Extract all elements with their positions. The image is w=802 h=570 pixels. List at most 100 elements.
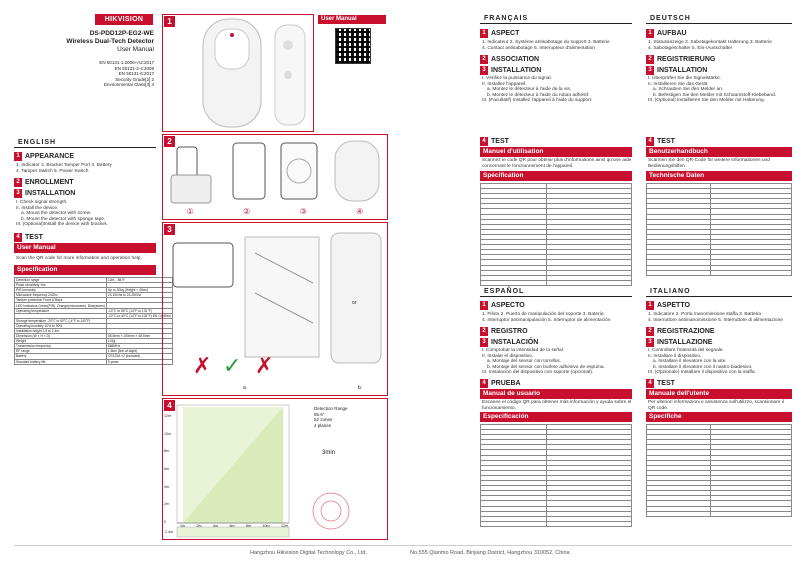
installation-illustration: ✗ ✓ ✗ [172, 232, 382, 378]
spec-cell: LED indicators Green(PIR), Orange(microw… [14, 302, 107, 309]
qr-user-manual-bar: User Manual [318, 15, 386, 24]
footer-company: Hangzhou Hikvision Digital Technology Co… [250, 550, 367, 556]
fr-installation-list: I. Vérifiez la puissance du signal. II. … [482, 76, 593, 104]
spec-cell [646, 269, 711, 276]
fr-manual-text: Scannez le code QR pour obtenir plus d'i… [482, 158, 632, 169]
it-manual-text: Per ulteriori informazioni e assistenza … [648, 400, 784, 411]
es-instalacion-list: I. Comprobar la intensidad de la señal. … [482, 348, 605, 376]
install-label-b: b. [358, 385, 363, 391]
spec-cell [546, 520, 632, 527]
spec-row [479, 520, 632, 527]
spec-cell [546, 279, 632, 286]
spec-table-french [479, 182, 632, 286]
svg-text:✓: ✓ [223, 353, 241, 378]
model-title: DS-PDD12P-EG2-WE Wireless Dual-Tech Dete… [66, 30, 154, 53]
es-aspecto-list: 1. Piloto 2. Puerto de manipulación del … [482, 312, 611, 323]
panel-3-number: 3 [164, 224, 175, 235]
fr-spec-bar: Spécification [480, 171, 632, 181]
spec-table-italian [646, 423, 793, 517]
detection-legend: Detection Range 85.9° 52 zones 4 planes [314, 406, 348, 428]
enrollment-step-labels: ① ② ③ ④ [186, 207, 364, 216]
installation-list: I. Check signal strength. II. Install th… [16, 200, 108, 228]
footer-divider [14, 545, 792, 546]
mount-height-label: 2.4m [165, 530, 173, 534]
panel-4-number: 4 [164, 400, 175, 411]
es-manual-text: Escanee el código QR para obtener más in… [482, 400, 632, 411]
footer-address: No.555 Qianmo Road, Binjiang District, H… [410, 550, 570, 556]
spec-cell [709, 269, 793, 276]
lang-heading-english: ENGLISH [14, 138, 156, 148]
spec-cell [646, 510, 711, 517]
panel-2 [162, 134, 388, 220]
range-x-ticks: 1m 2m 4m 6m 8m 10m 12m [180, 524, 288, 528]
it-installazione-list: I. Controllare l'intensità del segnale. … [648, 348, 756, 376]
panel-4 [162, 398, 388, 540]
spec-cell [709, 510, 793, 517]
spec-row [479, 279, 632, 286]
test-duration: 3min [322, 450, 336, 456]
install-label-a: a. [243, 385, 248, 391]
it-spec-bar: Specifiche [646, 412, 792, 422]
specification-bar: Specification [14, 265, 156, 275]
de-aufbau-list: 1. Statusanzeige 2. Sabotagekontakt Halt… [648, 40, 772, 51]
spec-row [646, 269, 793, 276]
fr-manual-bar: Manuel d'utilisation [480, 147, 632, 157]
svg-text:✗: ✗ [193, 353, 211, 378]
appearance-list: 1. Indicator 2. Bracket Tamper Port 3. B… [16, 163, 112, 174]
qr-code[interactable] [335, 28, 371, 64]
lang-heading-german: DEUTSCH [646, 14, 792, 24]
panel-1-number: 1 [164, 16, 175, 27]
lang-heading-italian: ITALIANO [646, 287, 792, 297]
es-manual-bar: Manual de usuario [480, 389, 632, 399]
it-manual-bar: Manuale dell'utente [646, 389, 792, 399]
panel-1 [162, 14, 314, 132]
install-or-label: or [352, 300, 357, 306]
it-aspetto-list: 1. Indicatore 2. Porta manomissione staf… [648, 312, 783, 323]
de-manual-text: Scannen Sie den QR-Code für weitere Info… [648, 158, 770, 169]
de-installation-list: I. Überprüfen Sie die Signalstärke. II. … [648, 76, 777, 104]
user-manual-text: Scan the QR code for more information an… [16, 256, 142, 261]
svg-text:✗: ✗ [255, 353, 273, 378]
hikvision-logo: HIKVISION [95, 14, 153, 25]
panel-3: ✗ ✓ ✗ [162, 222, 388, 396]
spec-row [646, 510, 793, 517]
spec-table-spanish [479, 423, 632, 527]
spec-cell: 5 years [105, 358, 173, 365]
spec-table-german [646, 182, 793, 276]
lang-heading-french: FRANÇAIS [480, 14, 632, 24]
panel-2-number: 2 [164, 136, 175, 147]
user-manual-bar: User Manual [14, 243, 156, 253]
es-spec-bar: Especificación [480, 412, 632, 422]
fr-aspect-list: 1. Indicateur 2. Système antisabotage du… [482, 40, 610, 51]
detector-front-illustration [202, 18, 306, 128]
spec-cell [479, 279, 548, 286]
de-manual-bar: Benutzerhandbuch [646, 147, 792, 157]
lang-heading-spanish: ESPAÑOL [480, 287, 632, 297]
enrollment-steps-illustration [170, 140, 380, 204]
spec-cell: Standard battery life [14, 358, 107, 365]
standards-list: EN 50131-1:2006+A2:2017 EN 50131-2-4:200… [99, 60, 154, 87]
spec-cell [479, 520, 548, 527]
de-spec-bar: Technische Daten [646, 171, 792, 181]
